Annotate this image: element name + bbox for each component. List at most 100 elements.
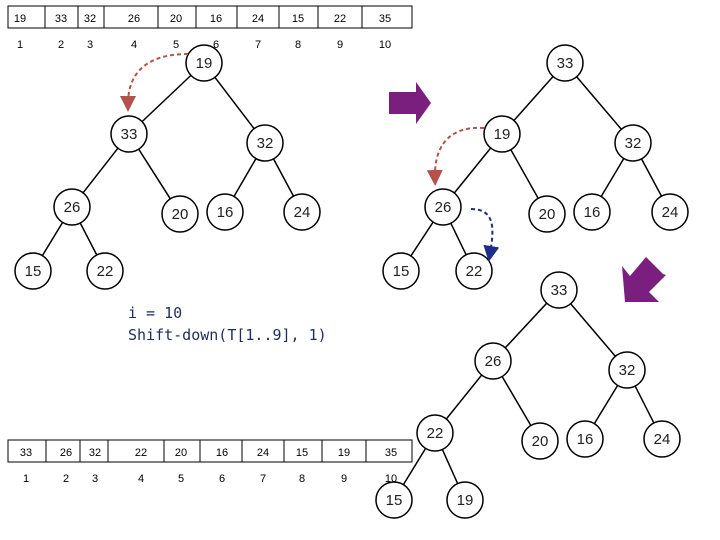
tree-1-node-circle <box>424 188 462 226</box>
tree-0-node-label: 15 <box>25 263 42 280</box>
tree-2-node-label: 20 <box>532 433 549 450</box>
tree-2-edge <box>445 374 483 420</box>
caption-line-2: Shift-down(T[1..9], 1) <box>128 326 327 344</box>
top-array-index-7: 7 <box>255 39 261 51</box>
tree-2-node-circle <box>608 351 646 389</box>
bottom-array-cell-4: 22 <box>135 447 147 459</box>
bottom-array-cell-6: 16 <box>216 447 228 459</box>
bottom-array-cell-1: 33 <box>20 447 32 459</box>
bottom-array-index-4: 4 <box>138 473 144 485</box>
tree-1-node-circle <box>382 252 420 290</box>
bottom-array-index-7: 7 <box>260 473 266 485</box>
tree-2-edge <box>504 302 548 349</box>
tree-0-node-label: 33 <box>121 126 138 143</box>
top-array-cell-8: 15 <box>292 13 304 25</box>
tree-2-node-label: 33 <box>551 282 568 299</box>
tree-0-node-circle <box>86 252 124 290</box>
caption-line-1: i = 10 <box>128 304 182 322</box>
bottom-array-index-5: 5 <box>178 473 184 485</box>
tree-2-edge <box>570 303 616 357</box>
bottom-array-index-1: 1 <box>23 473 29 485</box>
tree-0-edge <box>214 76 255 130</box>
tree-0-edge <box>138 148 171 200</box>
tree-1-node-label: 16 <box>584 204 601 221</box>
bottom-array-index-3: 3 <box>92 473 98 485</box>
tree-2-node-circle <box>416 414 454 452</box>
tree-0-node-circle <box>283 193 321 231</box>
bottom-array-cell-5: 20 <box>175 447 187 459</box>
tree-1-node-label: 32 <box>625 135 642 152</box>
tree-2-node-circle <box>375 481 413 519</box>
tree-0-node-circle <box>110 115 148 153</box>
tree-1-node-circle <box>614 124 652 162</box>
top-array-cell-7: 24 <box>252 13 264 25</box>
tree-1-node-circle <box>573 193 611 231</box>
tree-0-node-circle <box>185 44 223 82</box>
tree-2-node-circle <box>474 342 512 380</box>
bottom-array-cell-7: 24 <box>257 447 269 459</box>
tree-0-node-circle <box>161 195 199 233</box>
tree-0-edge <box>41 221 64 257</box>
top-array-index-10: 10 <box>379 39 391 51</box>
top-array-cell-1: 19 <box>14 13 26 25</box>
swap-arrow-19-26 <box>426 126 485 186</box>
tree-0-node-circle <box>246 124 284 162</box>
tree-0-node-label: 19 <box>196 55 213 72</box>
top-array-cell-9: 22 <box>334 13 346 25</box>
tree-0-node-circle <box>53 188 91 226</box>
tree-1-node-circle <box>651 193 689 231</box>
tree-1-edge <box>576 76 622 130</box>
tree-2-node-label: 19 <box>457 492 474 509</box>
bottom-array-cell-10: 35 <box>385 447 397 459</box>
bottom-array-cell-3: 32 <box>89 447 101 459</box>
tree-0-node-label: 32 <box>257 135 274 152</box>
top-array-index-9: 9 <box>337 39 343 51</box>
swap-arrow-26-22 <box>470 208 500 262</box>
tree-1-node-label: 15 <box>393 263 410 280</box>
tree-2-node-circle <box>540 271 578 309</box>
bottom-array-index-8: 8 <box>299 473 305 485</box>
tree-2-edge <box>634 385 655 424</box>
top-array-index-2: 2 <box>58 39 64 51</box>
bottom-array-index-2: 2 <box>63 473 69 485</box>
top-array-cell-4: 26 <box>128 13 140 25</box>
tree-1-node-label: 22 <box>466 263 483 280</box>
tree-2-node-circle <box>566 420 604 458</box>
tree-1-edge <box>600 158 625 197</box>
tree-1-node-circle <box>528 195 566 233</box>
right-arrow-icon <box>389 82 431 124</box>
tree-2-node-circle <box>643 420 681 458</box>
tree-1-edge <box>453 147 492 194</box>
top-array-index-1: 1 <box>17 39 23 51</box>
bottom-array-cell-8: 15 <box>296 447 308 459</box>
top-array-index-4: 4 <box>131 39 137 51</box>
tree-1-edge <box>450 222 467 256</box>
tree-0-node-label: 26 <box>64 199 81 216</box>
tree-1-edge <box>513 75 554 122</box>
tree-0-edge <box>272 158 295 197</box>
tree-1-node-circle <box>483 115 521 153</box>
tree-1-edge <box>410 221 434 257</box>
tree-2-node-circle <box>446 481 484 519</box>
top-array-index-3: 3 <box>87 39 93 51</box>
bottom-array-index-9: 9 <box>341 473 347 485</box>
tree-2-node-label: 24 <box>654 431 671 448</box>
tree-2-edge <box>402 447 427 486</box>
tree-2-edge <box>501 376 532 426</box>
tree-2-edge <box>441 449 459 484</box>
tree-0-edge <box>82 147 119 194</box>
tree-2-node-label: 26 <box>485 353 502 370</box>
top-array-index-6: 6 <box>213 39 219 51</box>
tree-2-edge <box>593 384 619 425</box>
tree-1-node-label: 20 <box>539 206 556 223</box>
top-array-index-5: 5 <box>173 39 179 51</box>
bottom-array-index-6: 6 <box>219 473 225 485</box>
top-array-border <box>7 5 413 29</box>
tree-2-node-circle <box>521 422 559 460</box>
